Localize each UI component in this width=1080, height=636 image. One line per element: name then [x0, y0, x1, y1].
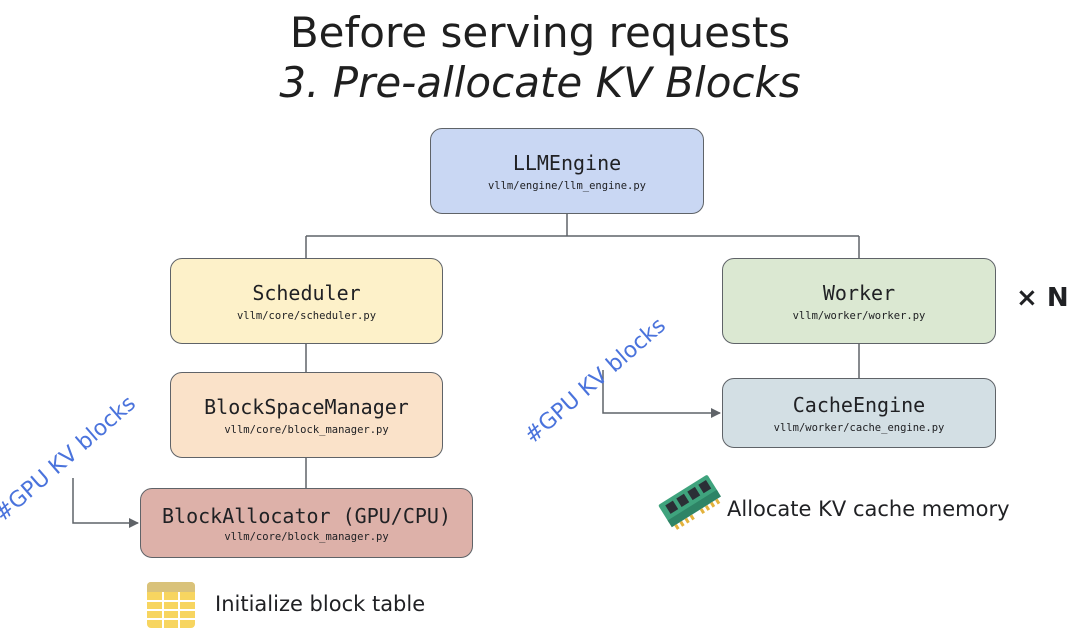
- node-block-allocator: BlockAllocator (GPU/CPU) vllm/core/block…: [140, 488, 473, 558]
- node-block-space-manager-path: vllm/core/block_manager.py: [224, 423, 389, 436]
- node-scheduler: Scheduler vllm/core/scheduler.py: [170, 258, 443, 344]
- node-scheduler-path: vllm/core/scheduler.py: [236, 309, 377, 322]
- node-cache-engine: CacheEngine vllm/worker/cache_engine.py: [722, 378, 996, 448]
- title-line-2: 3. Pre-allocate KV Blocks: [279, 58, 801, 107]
- node-block-allocator-path: vllm/core/block_manager.py: [224, 530, 389, 543]
- table-icon: [147, 582, 195, 628]
- node-block-space-manager-name: BlockSpaceManager: [204, 394, 409, 419]
- arrow-right-kv-blocks: [602, 370, 721, 418]
- node-llm-engine-name: LLMEngine: [512, 150, 622, 175]
- node-cache-engine-path: vllm/worker/cache_engine.py: [773, 421, 945, 434]
- node-cache-engine-name: CacheEngine: [792, 392, 926, 417]
- node-llm-engine-path: vllm/engine/llm_engine.py: [487, 179, 647, 192]
- node-worker: Worker vllm/worker/worker.py: [722, 258, 996, 344]
- node-scheduler-name: Scheduler: [252, 280, 361, 305]
- node-block-space-manager: BlockSpaceManager vllm/core/block_manage…: [170, 372, 443, 458]
- ram-icon: [658, 475, 722, 530]
- title-line-1: Before serving requests: [289, 8, 791, 57]
- node-worker-path: vllm/worker/worker.py: [792, 309, 926, 322]
- node-llm-engine: LLMEngine vllm/engine/llm_engine.py: [430, 128, 704, 214]
- node-block-allocator-name: BlockAllocator (GPU/CPU): [162, 503, 451, 528]
- arrow-left-kv-blocks: [72, 478, 139, 528]
- caption-initialize-block-table: Initialize block table: [215, 592, 426, 616]
- caption-allocate-kv-cache: Allocate KV cache memory: [727, 497, 1010, 521]
- worker-multiplier: × N: [1016, 283, 1069, 313]
- node-worker-name: Worker: [822, 280, 896, 305]
